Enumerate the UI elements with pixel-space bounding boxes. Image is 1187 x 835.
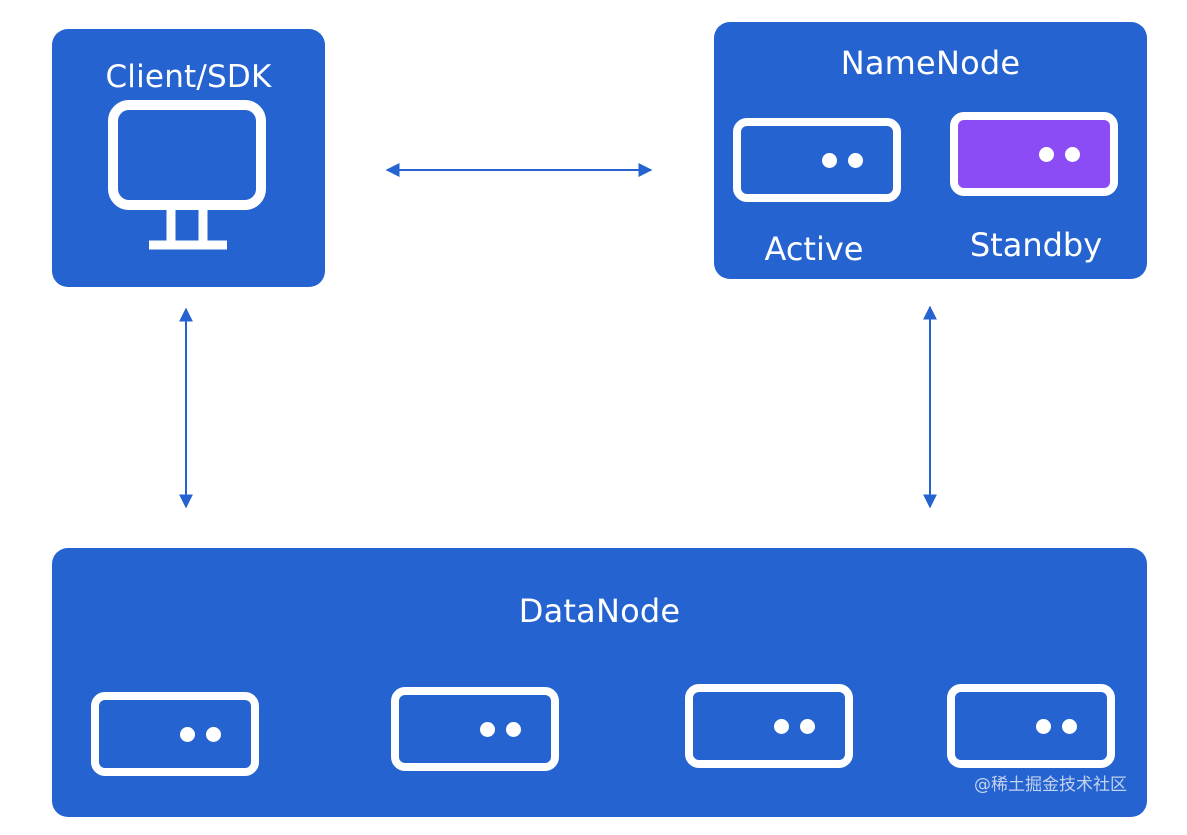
- status-dot: [480, 722, 495, 737]
- status-dot: [1065, 147, 1080, 162]
- client-sdk-panel: Client/SDK: [52, 29, 325, 287]
- namenode-standby-server: [950, 112, 1118, 196]
- status-dot: [1036, 719, 1051, 734]
- datanode-title: DataNode: [518, 592, 681, 630]
- status-dot: [848, 153, 863, 168]
- status-dot: [1039, 147, 1054, 162]
- status-dot: [800, 719, 815, 734]
- namenode-title: NameNode: [840, 44, 1021, 82]
- status-dot: [1062, 719, 1077, 734]
- datanode-server-3: [685, 684, 853, 768]
- status-dot: [774, 719, 789, 734]
- monitor-icon: [108, 100, 266, 250]
- status-dot: [822, 153, 837, 168]
- status-dot: [180, 727, 195, 742]
- watermark: @稀土掘金技术社区: [974, 775, 1127, 795]
- namenode-panel: NameNode Active Standby: [714, 22, 1147, 279]
- namenode-active-server: [733, 118, 901, 202]
- standby-label: Standby: [969, 226, 1103, 264]
- client-sdk-title: Client/SDK: [105, 59, 272, 95]
- datanode-panel: DataNode @稀土掘金技术社区: [52, 548, 1147, 817]
- datanode-server-2: [391, 687, 559, 771]
- active-label: Active: [764, 230, 864, 268]
- datanode-server-1: [91, 692, 259, 776]
- datanode-server-4: [947, 684, 1115, 768]
- status-dot: [506, 722, 521, 737]
- status-dot: [206, 727, 221, 742]
